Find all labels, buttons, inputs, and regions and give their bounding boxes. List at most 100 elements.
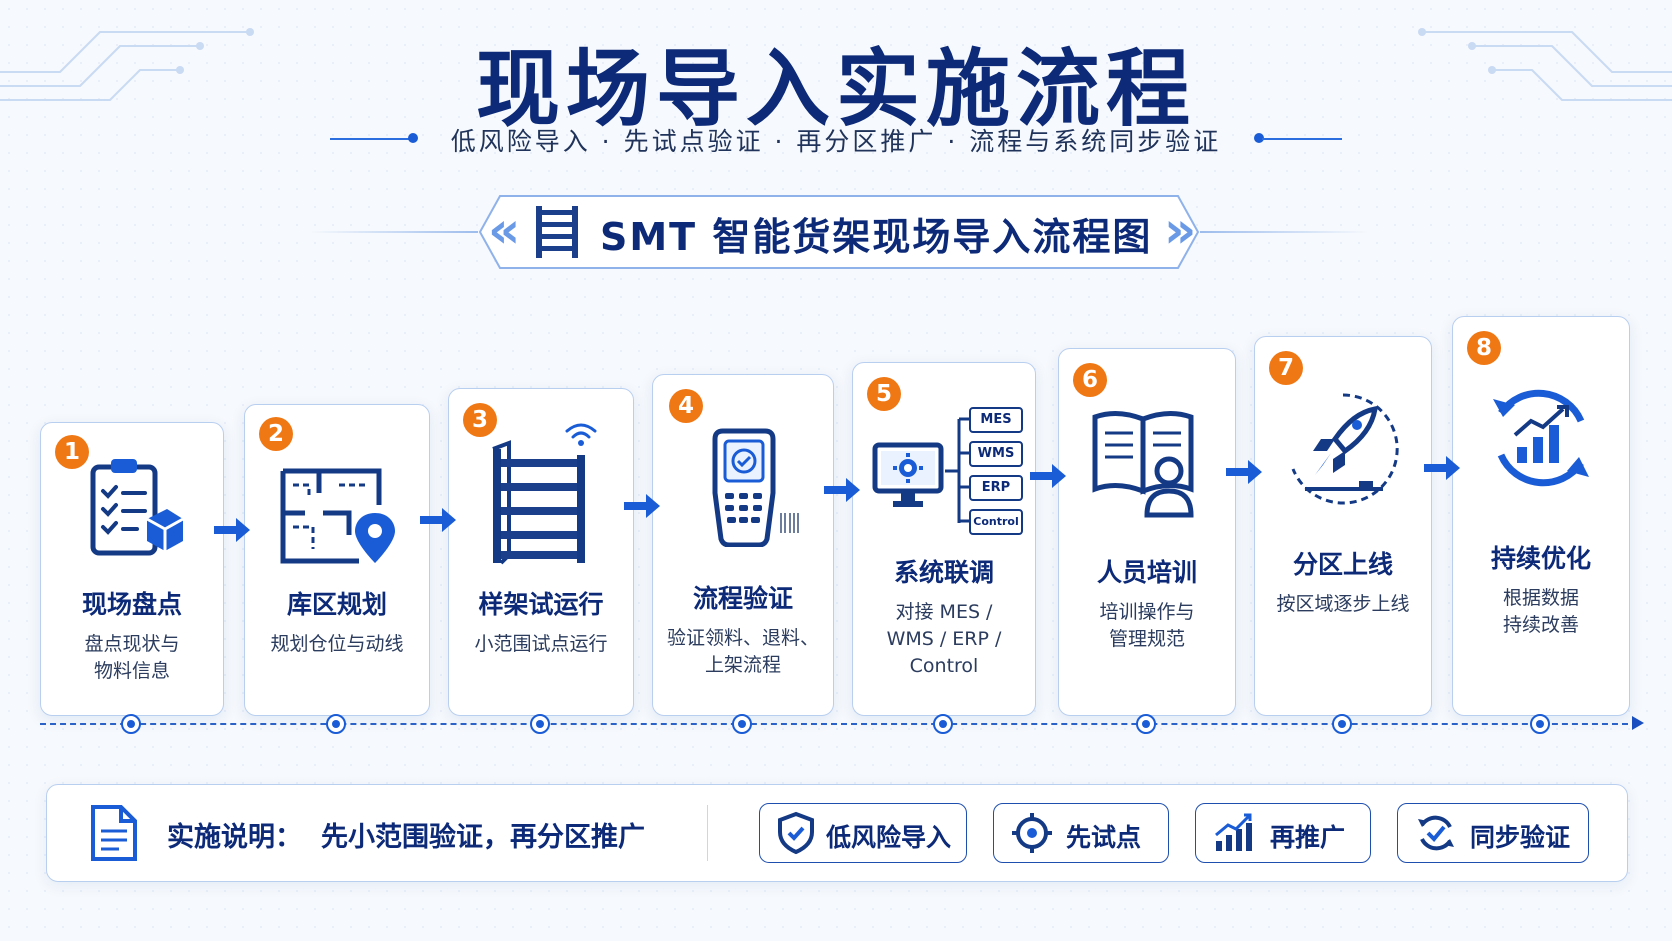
timeline-dot-6 (1136, 714, 1156, 734)
step-number-badge: 3 (463, 403, 497, 437)
banner-frame (478, 195, 1200, 269)
subtitle-dot-left (408, 133, 418, 143)
step-description-line-1: 验证领料、退料、 (666, 627, 819, 649)
growth-chart-icon (1215, 813, 1252, 851)
step-title: 流程验证 (692, 584, 793, 613)
flow-arrow-7 (1424, 456, 1460, 480)
handheld-scanner-icon (712, 428, 799, 547)
subtitle-row: 低风险导入 · 先试点验证 · 再分区推广 · 流程与系统同步验证 (0, 118, 1672, 158)
step-description-line-1: 规划仓位与动线 (270, 633, 404, 655)
step-card-1: 1 现场盘点 盘点现状与 物料信息 (40, 422, 224, 716)
step-card-5: 5 MES WMS ERP Control 系统联调 对接 MES / WMS … (852, 362, 1036, 716)
subtitle: 低风险导入 · 先试点验证 · 再分区推广 · 流程与系统同步验证 (450, 127, 1222, 156)
step-card-8: 8 持续优化 根据数据 持续改善 (1452, 316, 1630, 716)
step-description-line-2: 物料信息 (93, 660, 170, 682)
flow-arrow-5 (1030, 464, 1066, 488)
step-number-badge: 4 (669, 389, 703, 423)
step-number-badge: 7 (1269, 351, 1303, 385)
shield-check-icon (778, 811, 814, 855)
shelf-icon (536, 206, 578, 258)
diagram-banner: « SMT 智能货架现场导入流程图 » (478, 194, 1200, 270)
step-number-badge: 1 (55, 435, 89, 469)
target-icon (1012, 813, 1052, 853)
tag-label: 同步验证 (1470, 823, 1571, 852)
step-description-line-2: WMS / ERP / (886, 628, 1002, 650)
circuit-decoration-right (1418, 28, 1672, 101)
subtitle-line-left (330, 138, 410, 140)
tag-label: 再推广 (1270, 823, 1346, 852)
step-card-6: 6 人员培训 培训操作与 管理规范 (1058, 348, 1236, 716)
step-number-badge: 8 (1467, 331, 1501, 365)
step-description-line-2: 上架流程 (704, 654, 781, 676)
page-title: 现场导入实施流程 (475, 40, 1196, 138)
flow-arrow-6 (1226, 460, 1262, 484)
document-icon (91, 805, 137, 861)
timeline-line (40, 723, 1638, 727)
subtitle-dot-right (1254, 133, 1264, 143)
floorplan-pin-icon (280, 468, 395, 564)
step-title: 样架试运行 (478, 590, 604, 619)
banner-title: SMT 智能货架现场导入流程图 (600, 215, 1153, 259)
tag-low-risk: 低风险导入 (759, 803, 967, 863)
step-description-line-3: Control (909, 655, 979, 677)
circuit-decoration-left (0, 28, 254, 101)
step-title: 人员培训 (1096, 558, 1197, 587)
tag-label: 低风险导入 (826, 823, 952, 852)
system-tag-mes: MES (969, 407, 1023, 433)
timeline-dot-7 (1332, 714, 1352, 734)
timeline-dot-2 (326, 714, 346, 734)
subtitle-line-right (1262, 138, 1342, 140)
banner-chevrons-left: « (488, 201, 521, 259)
step-description-line-1: 培训操作与 (1099, 601, 1195, 623)
step-description-line-1: 根据数据 (1502, 587, 1579, 609)
sync-check-icon (1418, 815, 1454, 851)
notes-text: 先小范围验证，再分区推广 (321, 822, 645, 853)
step-number-badge: 5 (867, 377, 901, 411)
system-tag-erp: ERP (969, 475, 1023, 501)
step-title: 现场盘点 (81, 590, 182, 619)
step-card-3: 3 样架试运行 小范围试点运行 (448, 388, 634, 716)
tag-pilot: 先试点 (993, 803, 1169, 863)
step-card-4: 4 流程验证 验证领料、退料、 上架流程 (652, 374, 834, 716)
banner-line-left (310, 231, 478, 233)
step-description-line-1: 小范围试点运行 (474, 633, 608, 655)
step-description-line-1: 盘点现状与 (84, 633, 180, 655)
cycle-chart-icon (1493, 389, 1589, 487)
smart-shelf-icon (492, 423, 597, 565)
tag-rollout: 再推广 (1195, 803, 1371, 863)
step-title: 分区上线 (1292, 550, 1393, 579)
flow-arrow-1 (214, 518, 250, 542)
flow-arrow-2 (420, 508, 456, 532)
step-card-7: 7 分区上线 按区域逐步上线 (1254, 336, 1432, 716)
timeline-dot-4 (732, 714, 752, 734)
notes-label: 实施说明： (167, 822, 302, 853)
footer-divider (707, 805, 708, 861)
timeline-dot-3 (530, 714, 550, 734)
tag-label: 先试点 (1066, 823, 1142, 852)
step-description-line-1: 对接 MES / (895, 601, 993, 623)
flow-arrow-3 (624, 494, 660, 518)
step-title: 持续优化 (1490, 544, 1591, 573)
banner-chevrons-right: » (1164, 201, 1197, 259)
system-integration-icon (872, 442, 944, 507)
book-person-icon (1092, 411, 1194, 518)
flow-arrow-4 (824, 478, 860, 502)
system-tag-wms: WMS (969, 441, 1023, 467)
step-title: 系统联调 (893, 558, 994, 587)
step-description-line-2: 持续改善 (1502, 614, 1579, 636)
banner-line-right (1200, 231, 1368, 233)
timeline-arrowhead (1632, 716, 1644, 730)
implementation-notes-panel: 实施说明： 先小范围验证，再分区推广 低风险导入 先试点 再推广 (46, 784, 1628, 882)
step-number-badge: 2 (259, 417, 293, 451)
timeline-dot-5 (933, 714, 953, 734)
system-tag-control: Control (969, 509, 1023, 535)
step-title: 库区规划 (286, 590, 387, 619)
step-card-2: 2 库区规划 规划仓位与动线 (244, 404, 430, 716)
tag-sync-verify: 同步验证 (1397, 803, 1589, 863)
step-description-line-2: 管理规范 (1108, 628, 1185, 650)
timeline-dot-8 (1530, 714, 1550, 734)
clipboard-checklist-icon (90, 459, 184, 556)
rocket-launch-icon (1291, 393, 1399, 505)
step-description-line-1: 按区域逐步上线 (1276, 593, 1410, 615)
timeline-dot-1 (121, 714, 141, 734)
